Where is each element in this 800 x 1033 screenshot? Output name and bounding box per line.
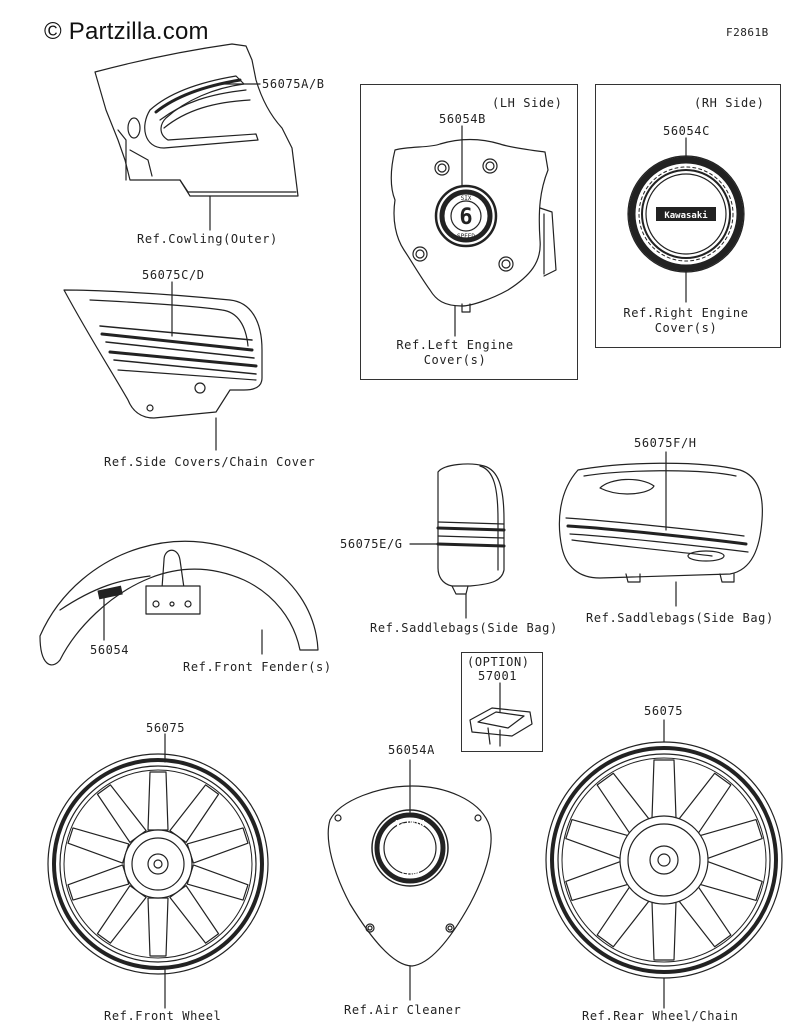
ref-right-engine-line1: Ref.Right Engine (623, 306, 749, 320)
ref-air-cleaner: Ref.Air Cleaner (344, 1003, 462, 1017)
engine-badge-bottom: SPEED (457, 233, 475, 240)
rh-side-label: (RH Side) (694, 96, 765, 110)
part-56054B: 56054B (439, 112, 486, 126)
ref-front-wheel: Ref.Front Wheel (104, 1009, 222, 1023)
rh-side-box (595, 84, 781, 348)
part-56075-rear: 56075 (644, 704, 684, 718)
side-cover-drawing (63, 289, 263, 419)
part-56054A: 56054A (388, 743, 435, 757)
engine-badge-top: SIX (461, 195, 472, 202)
ref-left-engine-line1: Ref.Left Engine (396, 338, 514, 352)
figure-id: F2861B (726, 26, 769, 39)
part-56054C: 56054C (663, 124, 710, 138)
option-box (461, 652, 543, 752)
ref-saddlebags-center: Ref.Saddlebags(Side Bag) (370, 621, 558, 635)
option-label: (OPTION) (467, 655, 530, 669)
part-56075FH: 56075F/H (634, 436, 697, 450)
part-56054: 56054 (90, 643, 130, 657)
ref-left-engine: Ref.Left Engine Cover(s) (380, 338, 530, 368)
saddlebag-right-drawing (558, 462, 763, 583)
ref-saddlebags-right: Ref.Saddlebags(Side Bag) (586, 611, 774, 625)
ref-left-engine-line2: Cover(s) (423, 353, 487, 367)
air-cleaner-drawing (327, 785, 492, 967)
ref-front-fender: Ref.Front Fender(s) (183, 660, 332, 674)
lh-side-box (360, 84, 578, 380)
ref-right-engine: Ref.Right Engine Cover(s) (609, 306, 763, 336)
ref-rear-wheel: Ref.Rear Wheel/Chain (582, 1009, 739, 1023)
front-wheel-drawing (47, 753, 269, 975)
air-cleaner-bottom: 1700 (400, 869, 419, 878)
lh-side-label: (LH Side) (492, 96, 563, 110)
engine-badge-digit: 6 (459, 205, 472, 230)
ref-right-engine-line2: Cover(s) (654, 321, 718, 335)
cowling-outer-drawing (94, 43, 299, 231)
rear-wheel-drawing (545, 741, 783, 979)
part-57001: 57001 (478, 669, 518, 683)
partzilla-watermark: © Partzilla.com (44, 18, 209, 45)
rh-badge-text: Kawasaki (664, 210, 708, 221)
option-part-drawing (469, 707, 533, 747)
part-56075-front: 56075 (146, 721, 186, 735)
ref-cowling: Ref.Cowling(Outer) (137, 232, 278, 246)
air-cleaner-top: V-TWIN (396, 819, 425, 828)
saddlebag-center-drawing (436, 463, 506, 595)
part-56075AB: 56075A/B (262, 77, 325, 91)
left-engine-cover-drawing (390, 138, 557, 313)
part-56075EG: 56075E/G (340, 537, 403, 551)
ref-side-covers: Ref.Side Covers/Chain Cover (104, 455, 316, 469)
part-56075CD: 56075C/D (142, 268, 205, 282)
front-fender-drawing (39, 540, 319, 666)
